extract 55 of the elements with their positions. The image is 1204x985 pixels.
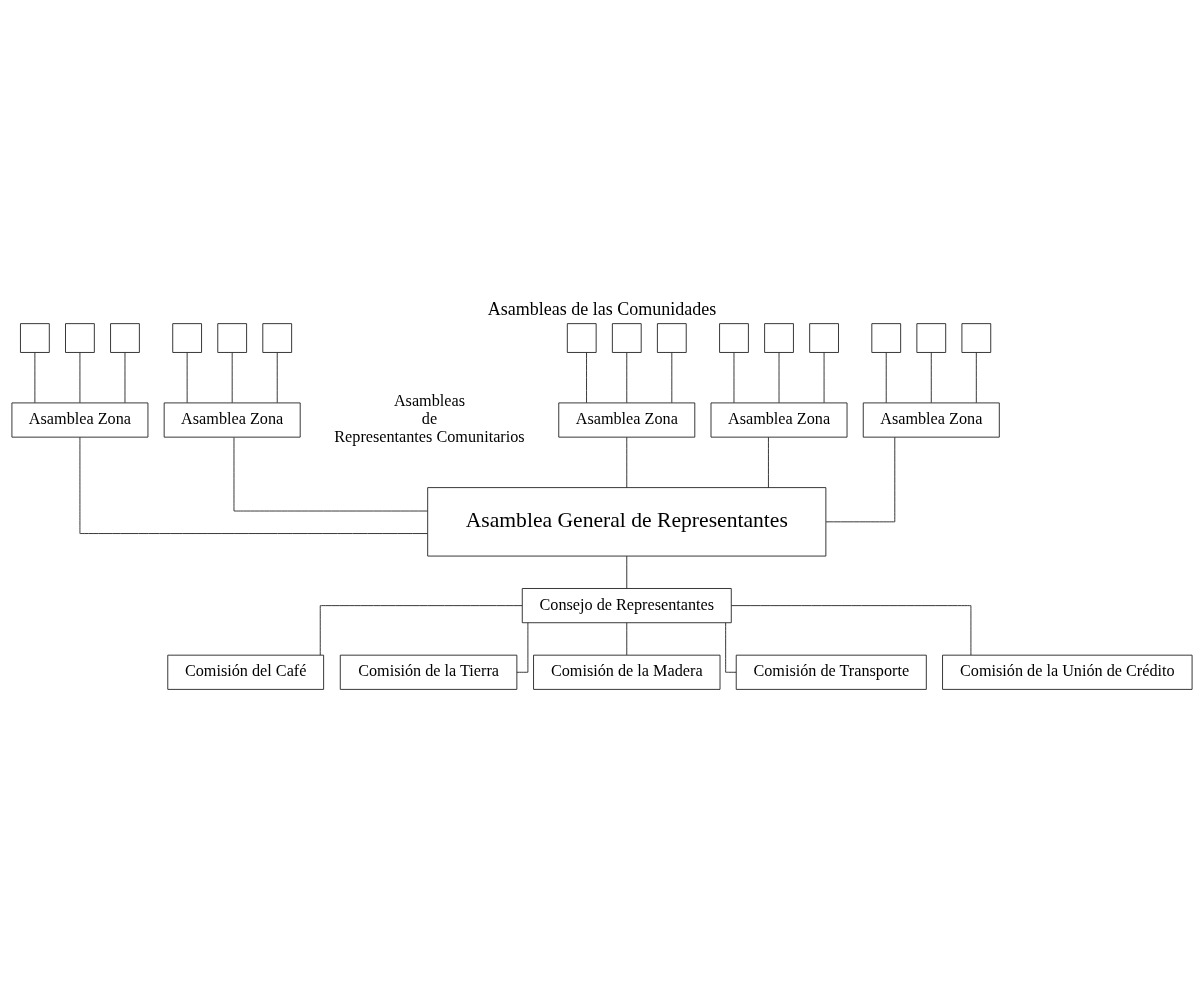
connector	[186, 351, 188, 403]
node-box: Asamblea Zona	[11, 401, 149, 438]
node-box	[172, 322, 202, 353]
connector	[626, 351, 628, 403]
node-box	[566, 322, 597, 353]
node-box	[764, 322, 794, 353]
node-box: Asamblea Zona	[862, 401, 1000, 438]
connector	[671, 351, 673, 403]
connector	[626, 436, 628, 488]
diagram-title: Asambleas de las Comunidades	[487, 298, 717, 319]
connector	[930, 351, 932, 403]
label: Asambleas de Representantes Comunitarios	[334, 391, 525, 446]
node-box: Asamblea General de Representantes	[427, 486, 827, 556]
node-box: Comisión del Café	[167, 654, 325, 690]
connector	[725, 621, 737, 673]
connector	[885, 351, 887, 403]
node-box	[809, 322, 839, 353]
connector	[975, 351, 977, 403]
node-box: Comisión de la Unión de Crédito	[942, 654, 1193, 690]
node-box: Asamblea Zona	[558, 401, 696, 438]
node-box: Consejo de Representantes	[521, 587, 732, 623]
connector	[231, 351, 233, 403]
node-box: Comisión de la Madera	[533, 654, 721, 690]
node-box: Asamblea Zona	[710, 401, 848, 438]
connector	[124, 351, 126, 403]
connector	[823, 351, 825, 403]
node-box	[20, 322, 50, 353]
connector	[233, 436, 428, 511]
connector	[778, 351, 780, 403]
connector	[733, 351, 735, 403]
node-box: Comisión de la Tierra	[339, 654, 518, 690]
node-box	[916, 322, 947, 353]
connector	[730, 604, 972, 656]
node-box	[262, 322, 293, 353]
connector	[516, 621, 529, 673]
connector	[825, 436, 896, 522]
node-box	[871, 322, 902, 353]
connector	[319, 604, 523, 656]
connector	[276, 351, 278, 403]
node-box: Asamblea Zona	[163, 401, 301, 438]
connector	[79, 351, 81, 403]
connector	[768, 436, 769, 488]
connector	[626, 621, 628, 655]
node-box	[217, 322, 248, 353]
connector	[79, 436, 428, 534]
node-box	[656, 322, 687, 353]
connector	[586, 351, 587, 403]
node-box	[65, 322, 95, 353]
node-box	[719, 322, 749, 353]
node-box	[961, 322, 992, 353]
connector	[626, 555, 628, 589]
node-box: Comisión de Transporte	[735, 654, 927, 690]
node-box	[611, 322, 642, 353]
node-box	[110, 322, 140, 353]
connector	[34, 351, 36, 403]
